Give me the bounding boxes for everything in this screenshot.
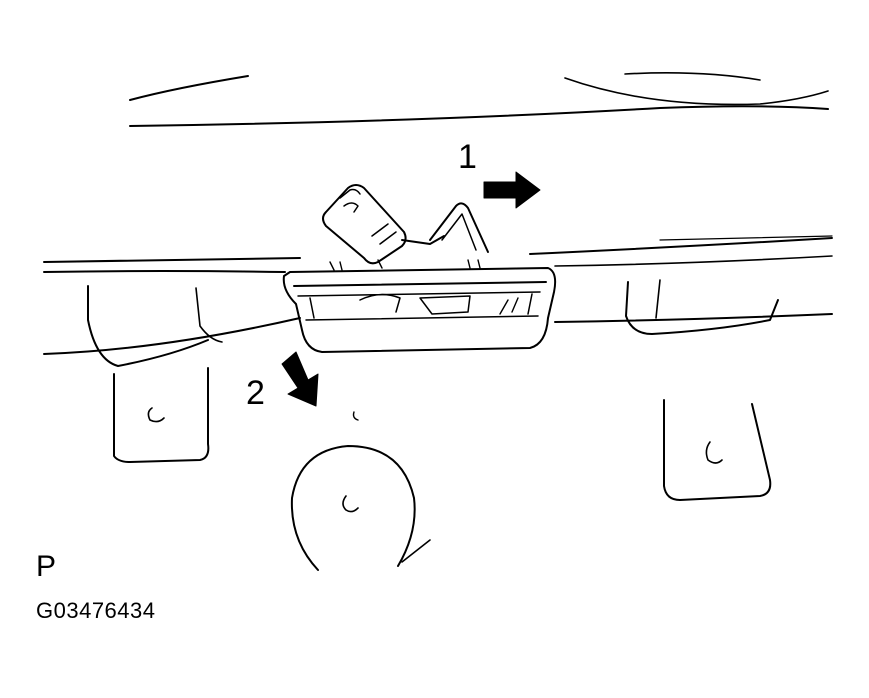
callout-step-1: 1 [458, 138, 477, 176]
callout-step-2: 2 [246, 374, 265, 412]
right-bracket [663, 399, 772, 501]
arrow-down-right-icon [281, 351, 319, 407]
round-cover [290, 411, 431, 571]
left-bracket [113, 367, 210, 463]
upper-body-panel [129, 72, 829, 127]
view-label: P [36, 550, 57, 583]
license-plate-lamp [282, 259, 557, 353]
bumper-panel [43, 235, 833, 367]
figure-code: G03476434 [36, 598, 156, 623]
lamp-connector [322, 184, 489, 265]
arrow-right-icon [483, 171, 541, 209]
